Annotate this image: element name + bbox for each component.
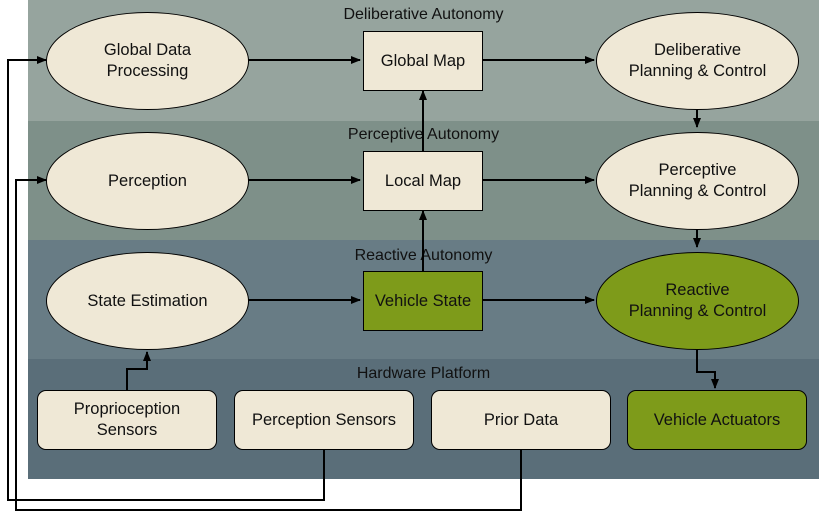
deliberative-planning-node: Deliberative Planning & Control — [596, 12, 799, 110]
global-map-node: Global Map — [363, 31, 483, 91]
vehicle-actuators-node: Vehicle Actuators — [627, 390, 807, 450]
deliberative-autonomy-title: Deliberative Autonomy — [343, 6, 504, 23]
vehicle-state-node: Vehicle State — [363, 271, 483, 331]
perception-sensors-node: Perception Sensors — [234, 390, 414, 450]
proprioception-sensors-node: Proprioception Sensors — [37, 390, 217, 450]
global-data-processing-node: Global Data Processing — [46, 12, 249, 110]
perception-node: Perception — [46, 132, 249, 230]
hardware-platform-title: Hardware Platform — [356, 365, 491, 382]
local-map-node: Local Map — [363, 151, 483, 211]
perceptive-planning-node: Perceptive Planning & Control — [596, 132, 799, 230]
prior-data-node: Prior Data — [431, 390, 611, 450]
state-estimation-node: State Estimation — [46, 252, 249, 350]
reactive-planning-node: Reactive Planning & Control — [596, 252, 799, 350]
